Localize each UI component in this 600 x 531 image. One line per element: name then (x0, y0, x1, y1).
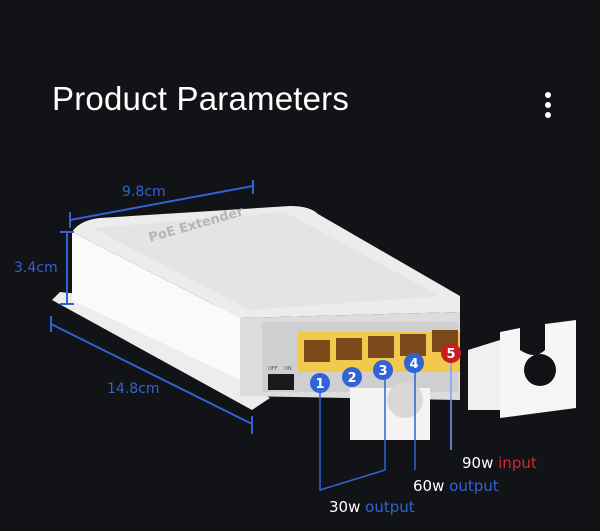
svg-text:ON: ON (284, 366, 292, 372)
svg-text:4: 4 (409, 357, 418, 372)
callout-30w-output: 30w output (329, 498, 415, 516)
port-badge-1 (310, 373, 330, 393)
power-switch (268, 374, 294, 390)
port-badge-4 (404, 353, 424, 373)
port-badge-2 (342, 367, 362, 387)
callout-lines (319, 372, 416, 492)
svg-text:5: 5 (446, 347, 455, 362)
height-dimension: 3.4cm (14, 260, 58, 276)
callout-60w-output: 60w output (413, 477, 499, 495)
svg-text:OFF: OFF (268, 366, 278, 372)
dimension-lines (50, 180, 254, 434)
more-vertical-icon[interactable] (540, 92, 556, 122)
port-strip (298, 330, 460, 372)
svg-text:1: 1 (315, 377, 324, 392)
page-title: Product Parameters (52, 80, 350, 117)
svg-text:3: 3 (378, 364, 387, 379)
port-badge-3 (373, 360, 393, 380)
callout-90w-input: 90w input (462, 454, 537, 472)
svg-text:2: 2 (347, 371, 356, 386)
length-dimension: 14.8cm (107, 381, 160, 397)
width-dimension: 9.8cm (122, 184, 166, 200)
port-badge-5 (441, 343, 461, 363)
